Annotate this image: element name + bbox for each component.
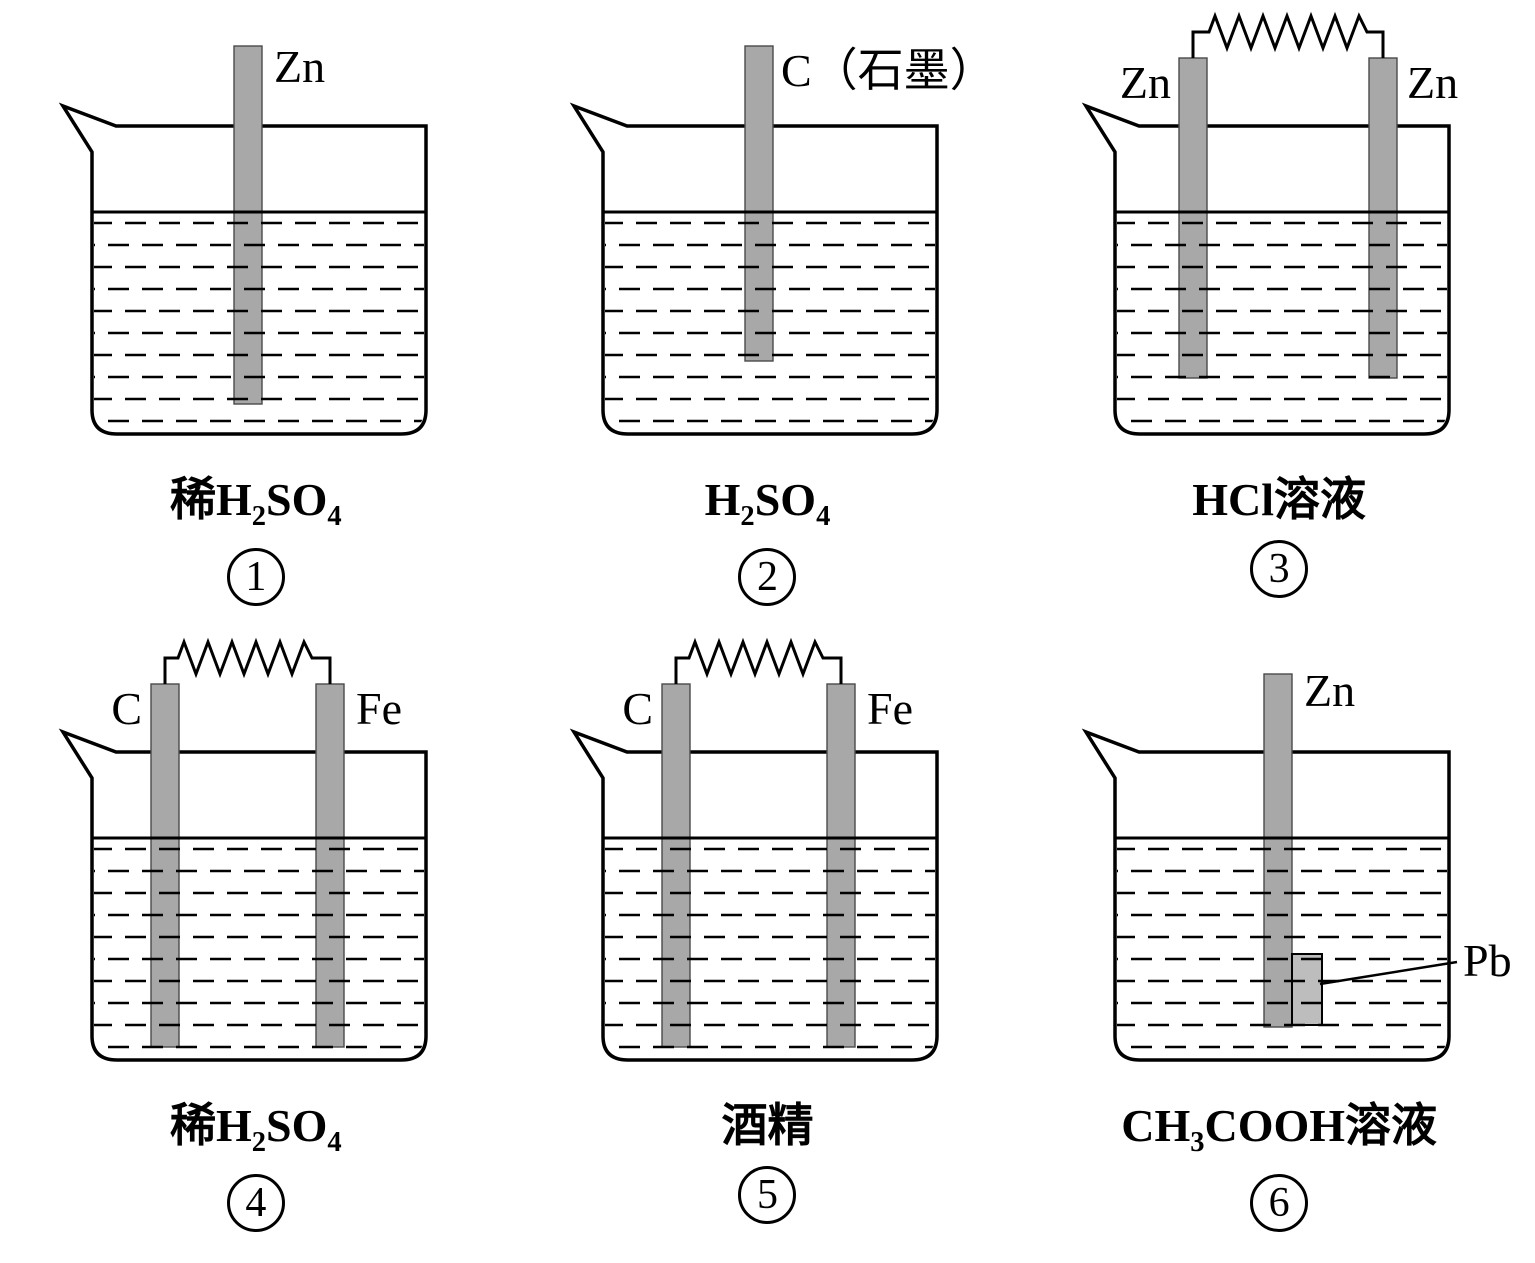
liquid bbox=[1117, 837, 1448, 1058]
solution-label: H2SO4 bbox=[704, 474, 831, 533]
cell-4-diagram: C Fe bbox=[61, 637, 428, 1062]
cell-6: Zn Pb CH3COOH溶液 6 bbox=[1023, 632, 1535, 1258]
electrode-label: Zn bbox=[1304, 665, 1355, 716]
electrode-label-right: Fe bbox=[867, 683, 913, 734]
electrode-label: Zn bbox=[274, 41, 325, 92]
cell-number-badge: 6 bbox=[1250, 1173, 1309, 1232]
liquid bbox=[605, 837, 936, 1058]
solution-label: 稀H2SO4 bbox=[169, 474, 342, 533]
cell-3-diagram: Zn Zn bbox=[1084, 11, 1458, 436]
electrode-label-left: Zn bbox=[1120, 57, 1171, 108]
solution-label: 稀H2SO4 bbox=[169, 1099, 342, 1158]
liquid bbox=[93, 837, 424, 1058]
electrode-label-left: C bbox=[623, 683, 654, 734]
pb-label: Pb bbox=[1463, 935, 1512, 986]
solution-label: HCl溶液 bbox=[1192, 474, 1367, 525]
resistor-wire bbox=[163, 637, 332, 684]
cell-number-badge: 5 bbox=[738, 1165, 797, 1224]
liquid bbox=[93, 212, 424, 432]
cell-number-badge: 1 bbox=[226, 548, 285, 607]
cell-number-badge: 2 bbox=[738, 548, 797, 607]
solution-label: 酒精 bbox=[721, 1099, 814, 1151]
liquid bbox=[1117, 212, 1448, 432]
electrode-label-right: Fe bbox=[356, 683, 402, 734]
cell-5: C Fe 酒精 5 bbox=[512, 632, 1024, 1258]
electrode-label-left: C bbox=[111, 683, 142, 734]
electrode-label: C（石墨） bbox=[781, 45, 996, 96]
cell-2-diagram: C（石墨） bbox=[572, 45, 996, 436]
cell-1-diagram: Zn bbox=[61, 41, 428, 436]
cell-number-badge: 4 bbox=[226, 1173, 285, 1232]
cell-4: C Fe 稀H2SO4 4 bbox=[0, 632, 512, 1258]
electrode-label-right: Zn bbox=[1407, 57, 1458, 108]
liquid bbox=[605, 212, 936, 432]
cell-5-diagram: C Fe bbox=[572, 637, 940, 1062]
solution-label: CH3COOH溶液 bbox=[1121, 1099, 1438, 1158]
resistor-wire bbox=[1191, 11, 1385, 58]
cell-2: C（石墨） H2SO4 2 bbox=[512, 6, 1024, 632]
cell-1: Zn 稀H2SO4 1 bbox=[0, 6, 512, 632]
pb-pointer-line bbox=[1319, 960, 1458, 985]
resistor-wire bbox=[674, 637, 843, 684]
cell-number-badge: 3 bbox=[1250, 540, 1309, 599]
cell-3: Zn Zn HCl溶液 3 bbox=[1023, 6, 1535, 632]
cell-6-diagram: Zn Pb bbox=[1084, 665, 1512, 1062]
